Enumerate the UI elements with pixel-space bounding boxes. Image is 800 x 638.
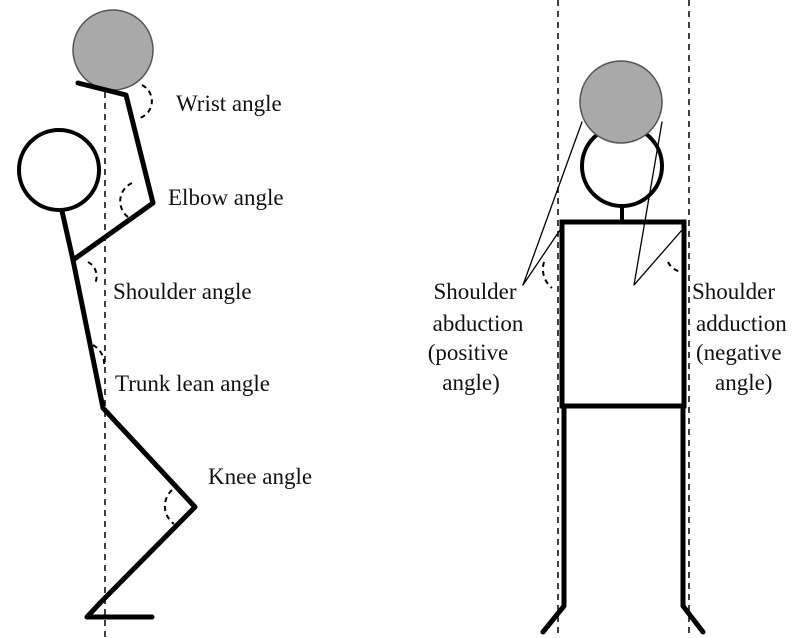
abduction-angle-lines: [522, 121, 583, 286]
front-view-left-leg: [540, 403, 567, 635]
abduction-label-line-2: abduction: [433, 311, 524, 336]
abduction-label-line-3: (positive: [428, 340, 509, 365]
trunk-lean-angle-arc: [92, 344, 106, 368]
side-view-foot: [84, 600, 155, 620]
side-view-figure: Wrist angle Elbow angle Shoulder angle T…: [17, 9, 312, 638]
knee-angle-arc: [163, 489, 175, 525]
front-view-torso: [559, 219, 687, 409]
abduction-label-line-4: angle): [442, 370, 499, 395]
abduction-label-line-1: Shoulder: [433, 279, 516, 304]
side-view-head: [17, 128, 101, 212]
shoulder-abduction-label: Shoulder abduction (positive angle): [428, 279, 524, 395]
front-view-weight-ball: [579, 60, 663, 144]
adduction-label-line-3: (negative: [696, 340, 782, 365]
wrist-angle-arc: [139, 84, 153, 119]
shoulder-angle-arc: [87, 261, 98, 286]
shoulder-adduction-arc: [667, 261, 687, 274]
elbow-angle-label: Elbow angle: [168, 185, 284, 210]
wrist-angle-label: Wrist angle: [176, 91, 282, 116]
adduction-label-line-2: adduction: [696, 311, 787, 336]
shoulder-abduction-arc: [541, 261, 553, 289]
shoulder-adduction-label: Shoulder adduction (negative angle): [692, 279, 787, 395]
side-view-leg: [97, 405, 198, 606]
trunk-lean-angle-label: Trunk lean angle: [115, 371, 270, 396]
adduction-label-line-1: Shoulder: [692, 279, 775, 304]
front-view-right-leg: [680, 403, 706, 635]
shoulder-angle-label: Shoulder angle: [113, 279, 252, 304]
elbow-angle-arc: [119, 182, 133, 220]
knee-angle-label: Knee angle: [208, 464, 312, 489]
side-view-arm: [70, 80, 156, 263]
front-view-figure: Shoulder abduction (positive angle) Shou…: [428, 0, 787, 638]
side-view-trunk: [59, 208, 106, 411]
side-view-weight-ball: [72, 9, 154, 91]
adduction-label-line-4: angle): [715, 370, 772, 395]
adduction-angle-lines: [633, 121, 683, 286]
